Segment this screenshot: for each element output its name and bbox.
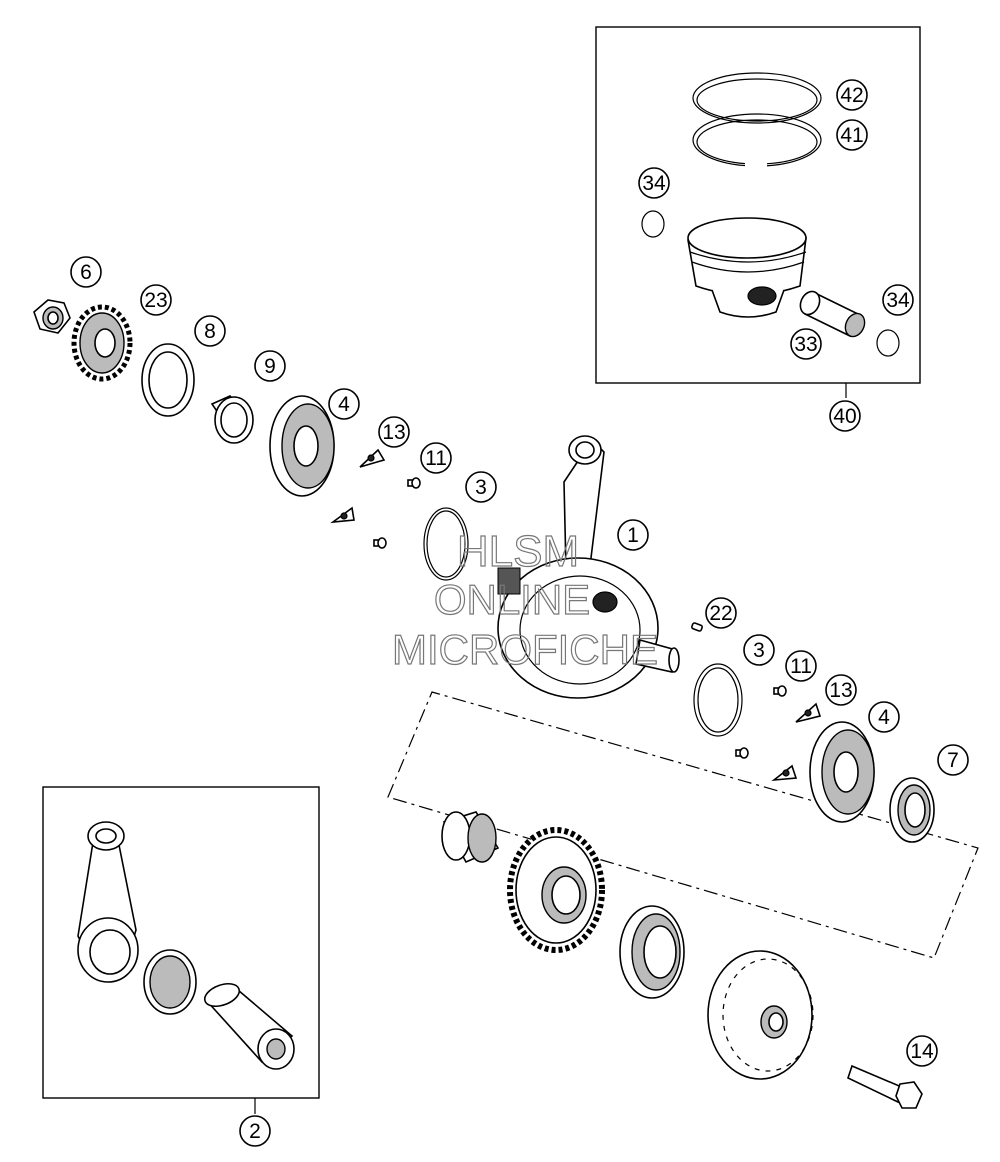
svg-text:34: 34 <box>642 172 666 195</box>
callout-33[interactable]: 33 <box>790 328 822 360</box>
piston <box>687 217 807 318</box>
svg-text:4: 4 <box>878 706 890 729</box>
crank-pin <box>203 982 295 1070</box>
svg-text:ONLINE: ONLINE <box>434 576 590 623</box>
svg-text:14: 14 <box>910 1040 934 1063</box>
svg-text:9: 9 <box>264 355 276 378</box>
crankshaft-1 <box>497 435 680 699</box>
callout-41[interactable]: 41 <box>836 119 868 151</box>
svg-text:22: 22 <box>709 602 732 625</box>
callout-23[interactable]: 23 <box>140 284 172 316</box>
screw-11-left <box>373 477 421 549</box>
conrod-kit-box <box>42 786 320 1114</box>
callout-7[interactable]: 7 <box>937 744 969 776</box>
starter-gear <box>507 827 605 953</box>
callout-11-left[interactable]: 11 <box>420 442 452 474</box>
o-ring-3-right <box>693 663 743 737</box>
freewheel <box>619 905 685 999</box>
dashed-assembly-outline <box>387 691 979 959</box>
svg-text:34: 34 <box>886 289 910 312</box>
bolt-14 <box>847 1064 923 1109</box>
lock-plate-13-left <box>330 448 386 524</box>
callout-6[interactable]: 6 <box>70 256 102 288</box>
callout-4-left[interactable]: 4 <box>328 388 360 420</box>
svg-text:6: 6 <box>80 261 92 284</box>
callout-13-right[interactable]: 13 <box>825 674 857 706</box>
svg-text:1: 1 <box>627 524 639 547</box>
callout-22[interactable]: 22 <box>705 597 737 629</box>
bearing-4-left <box>269 395 335 497</box>
bushing-9 <box>210 395 254 444</box>
circlip-34-left <box>641 210 665 238</box>
svg-text:11: 11 <box>790 655 812 678</box>
svg-text:23: 23 <box>144 289 167 312</box>
o-ring-3-left <box>423 507 469 581</box>
watermark: HLSM ONLINE MICROFICHE <box>391 526 658 673</box>
svg-text:3: 3 <box>753 639 765 662</box>
callout-11-right[interactable]: 11 <box>785 650 817 682</box>
svg-text:13: 13 <box>829 679 852 702</box>
gear-23 <box>71 304 133 382</box>
needle-bearing <box>441 811 500 864</box>
svg-text:41: 41 <box>840 124 863 147</box>
svg-text:7: 7 <box>947 749 959 772</box>
callout-34-left[interactable]: 34 <box>638 167 670 199</box>
piston-ring-41 <box>692 113 822 170</box>
svg-text:HLSM: HLSM <box>457 527 579 576</box>
callout-3-right[interactable]: 3 <box>743 634 775 666</box>
callout-34-right[interactable]: 34 <box>882 284 914 316</box>
svg-text:11: 11 <box>425 447 447 470</box>
callout-4-right[interactable]: 4 <box>868 701 900 733</box>
bearing-4-right <box>809 721 875 823</box>
svg-text:8: 8 <box>204 320 216 343</box>
svg-text:33: 33 <box>794 333 817 356</box>
callout-1[interactable]: 1 <box>617 519 649 551</box>
svg-text:MICROFICHE: MICROFICHE <box>392 626 658 673</box>
callout-42[interactable]: 42 <box>836 79 868 111</box>
svg-text:42: 42 <box>840 84 863 107</box>
lock-plate-13-right <box>771 702 822 782</box>
callout-13-left[interactable]: 13 <box>378 416 410 448</box>
piston-kit-box <box>595 26 921 398</box>
callout-3-left[interactable]: 3 <box>465 471 497 503</box>
piston-ring-42 <box>692 72 822 124</box>
svg-text:2: 2 <box>249 1120 261 1143</box>
callout-14[interactable]: 14 <box>906 1035 938 1067</box>
svg-text:13: 13 <box>382 421 405 444</box>
callout-40[interactable]: 40 <box>829 400 861 432</box>
callout-9[interactable]: 9 <box>254 350 286 382</box>
rotor <box>707 950 814 1080</box>
seal-ring-7 <box>889 777 935 843</box>
nut-6 <box>33 299 71 334</box>
svg-text:3: 3 <box>475 476 487 499</box>
screw-11-right <box>735 685 787 759</box>
callout-2[interactable]: 2 <box>239 1115 271 1147</box>
circlip-34-right <box>876 329 900 357</box>
seal-ring-8 <box>141 343 195 417</box>
connecting-rod <box>77 821 139 983</box>
piston-pin-33 <box>799 290 866 338</box>
svg-text:40: 40 <box>833 405 856 428</box>
callout-8[interactable]: 8 <box>194 315 226 347</box>
conrod-bearing <box>143 949 197 1015</box>
key-22 <box>691 622 703 632</box>
svg-text:4: 4 <box>338 393 350 416</box>
